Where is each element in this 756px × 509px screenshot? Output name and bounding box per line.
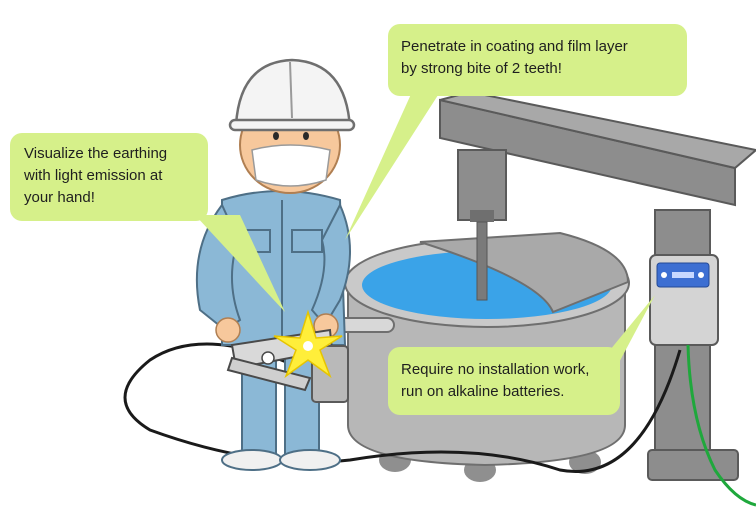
flash-icon: [273, 309, 343, 379]
callout-earthing-line-3: your hand!: [24, 189, 95, 206]
green-wire: [686, 344, 756, 507]
callout-batteries-line-2: run on alkaline batteries.: [401, 383, 565, 400]
callout-earthing: [10, 133, 285, 312]
callout-batteries-text: Require no installation work, run on alk…: [401, 359, 589, 403]
callout-teeth: [345, 24, 687, 240]
controller-box-icon: [649, 254, 719, 346]
worker: [195, 58, 356, 471]
callout-earthing-text: Visualize the earthing with light emissi…: [24, 143, 167, 209]
callout-teeth-line-1: Penetrate in coating and film layer: [401, 38, 628, 55]
callout-batteries: [388, 295, 655, 415]
callout-teeth-text: Penetrate in coating and film layer by s…: [401, 36, 628, 80]
callout-batteries-line-1: Require no installation work,: [401, 361, 590, 378]
callout-teeth-line-2: by strong bite of 2 teeth!: [401, 60, 562, 77]
callout-earthing-line-2: with light emission at: [24, 167, 163, 184]
callout-earthing-line-1: Visualize the earthing: [24, 145, 168, 162]
